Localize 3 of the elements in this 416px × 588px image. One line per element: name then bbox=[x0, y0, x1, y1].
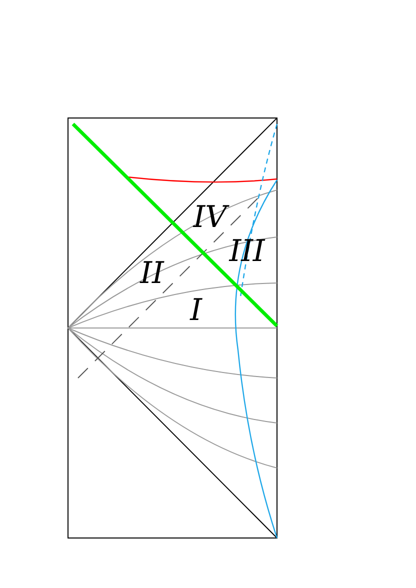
region-label: IV bbox=[193, 203, 227, 233]
region-label: I bbox=[190, 296, 202, 326]
region-label: II bbox=[140, 259, 164, 289]
